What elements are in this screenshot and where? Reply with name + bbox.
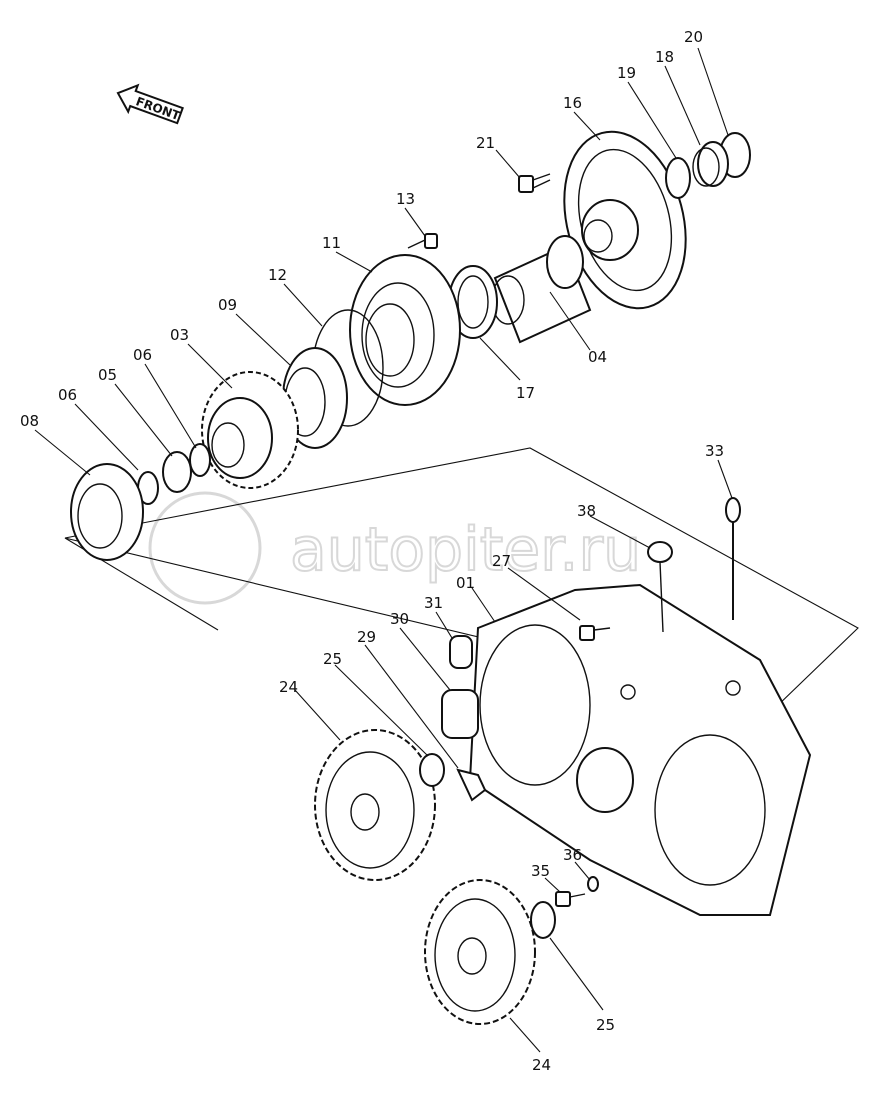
callout-09: 09 [218, 296, 237, 314]
callout-labels: 20 18 19 16 21 13 11 12 09 03 06 05 06 0… [20, 28, 724, 1074]
callout-13: 13 [396, 190, 415, 208]
callout-01: 01 [456, 574, 475, 592]
callout-05: 05 [98, 366, 117, 384]
gear-03 [201, 371, 299, 489]
callout-20: 20 [684, 28, 703, 46]
gear-24-upper [314, 729, 436, 881]
transmission-case-01 [468, 583, 812, 916]
spacer-05 [162, 451, 192, 493]
bolt-21 [518, 173, 551, 193]
callout-31: 31 [424, 594, 443, 612]
callout-08: 08 [20, 412, 39, 430]
callout-33: 33 [705, 442, 724, 460]
filter-30 [441, 689, 479, 739]
washer-36 [587, 876, 599, 892]
splined-shaft-04 [491, 235, 592, 344]
watermark-text: autopiter.ru [290, 515, 641, 585]
output-flange [563, 130, 687, 310]
eye-bolt-38 [647, 541, 673, 633]
callout-12: 12 [268, 266, 287, 284]
snap-ring-25-upper [419, 753, 445, 787]
bolt-35 [555, 891, 586, 907]
callout-06-lower: 06 [58, 386, 77, 404]
gear-24-lower [424, 879, 536, 1025]
callout-36: 36 [563, 846, 582, 864]
callout-18: 18 [655, 48, 674, 66]
callout-29: 29 [357, 628, 376, 646]
callout-24-lower: 24 [532, 1056, 551, 1074]
bearing-08 [70, 463, 144, 561]
elbow-29 [456, 768, 487, 802]
watermark: autopiter.ru [148, 491, 642, 605]
bolt-13 [407, 233, 438, 249]
callout-04: 04 [588, 348, 607, 366]
callout-38: 38 [577, 502, 596, 520]
leader-lines [34, 47, 733, 1053]
bearing-housing-11 [349, 254, 461, 406]
callout-11: 11 [322, 234, 341, 252]
callout-19: 19 [617, 64, 636, 82]
callout-25-lower: 25 [596, 1016, 615, 1034]
callout-30: 30 [390, 610, 409, 628]
oil-seal-17 [448, 265, 498, 339]
callout-25-upper: 25 [323, 650, 342, 668]
callout-06-upper: 06 [133, 346, 152, 364]
snap-ring-06-upper [189, 443, 211, 477]
bolt-27 [579, 625, 611, 641]
callout-21: 21 [476, 134, 495, 152]
front-arrow: FRONT [116, 83, 184, 125]
o-ring-19 [665, 157, 691, 199]
callout-03: 03 [170, 326, 189, 344]
callout-16: 16 [563, 94, 582, 112]
seal-sleeve-18 [692, 141, 729, 187]
callout-24-upper: 24 [279, 678, 298, 696]
breather-cap-31 [449, 635, 473, 669]
callout-17: 17 [516, 384, 535, 402]
callout-35: 35 [531, 862, 550, 880]
callout-27: 27 [492, 552, 511, 570]
snap-ring-25-lower [530, 901, 556, 939]
dipstick-33 [725, 497, 741, 620]
